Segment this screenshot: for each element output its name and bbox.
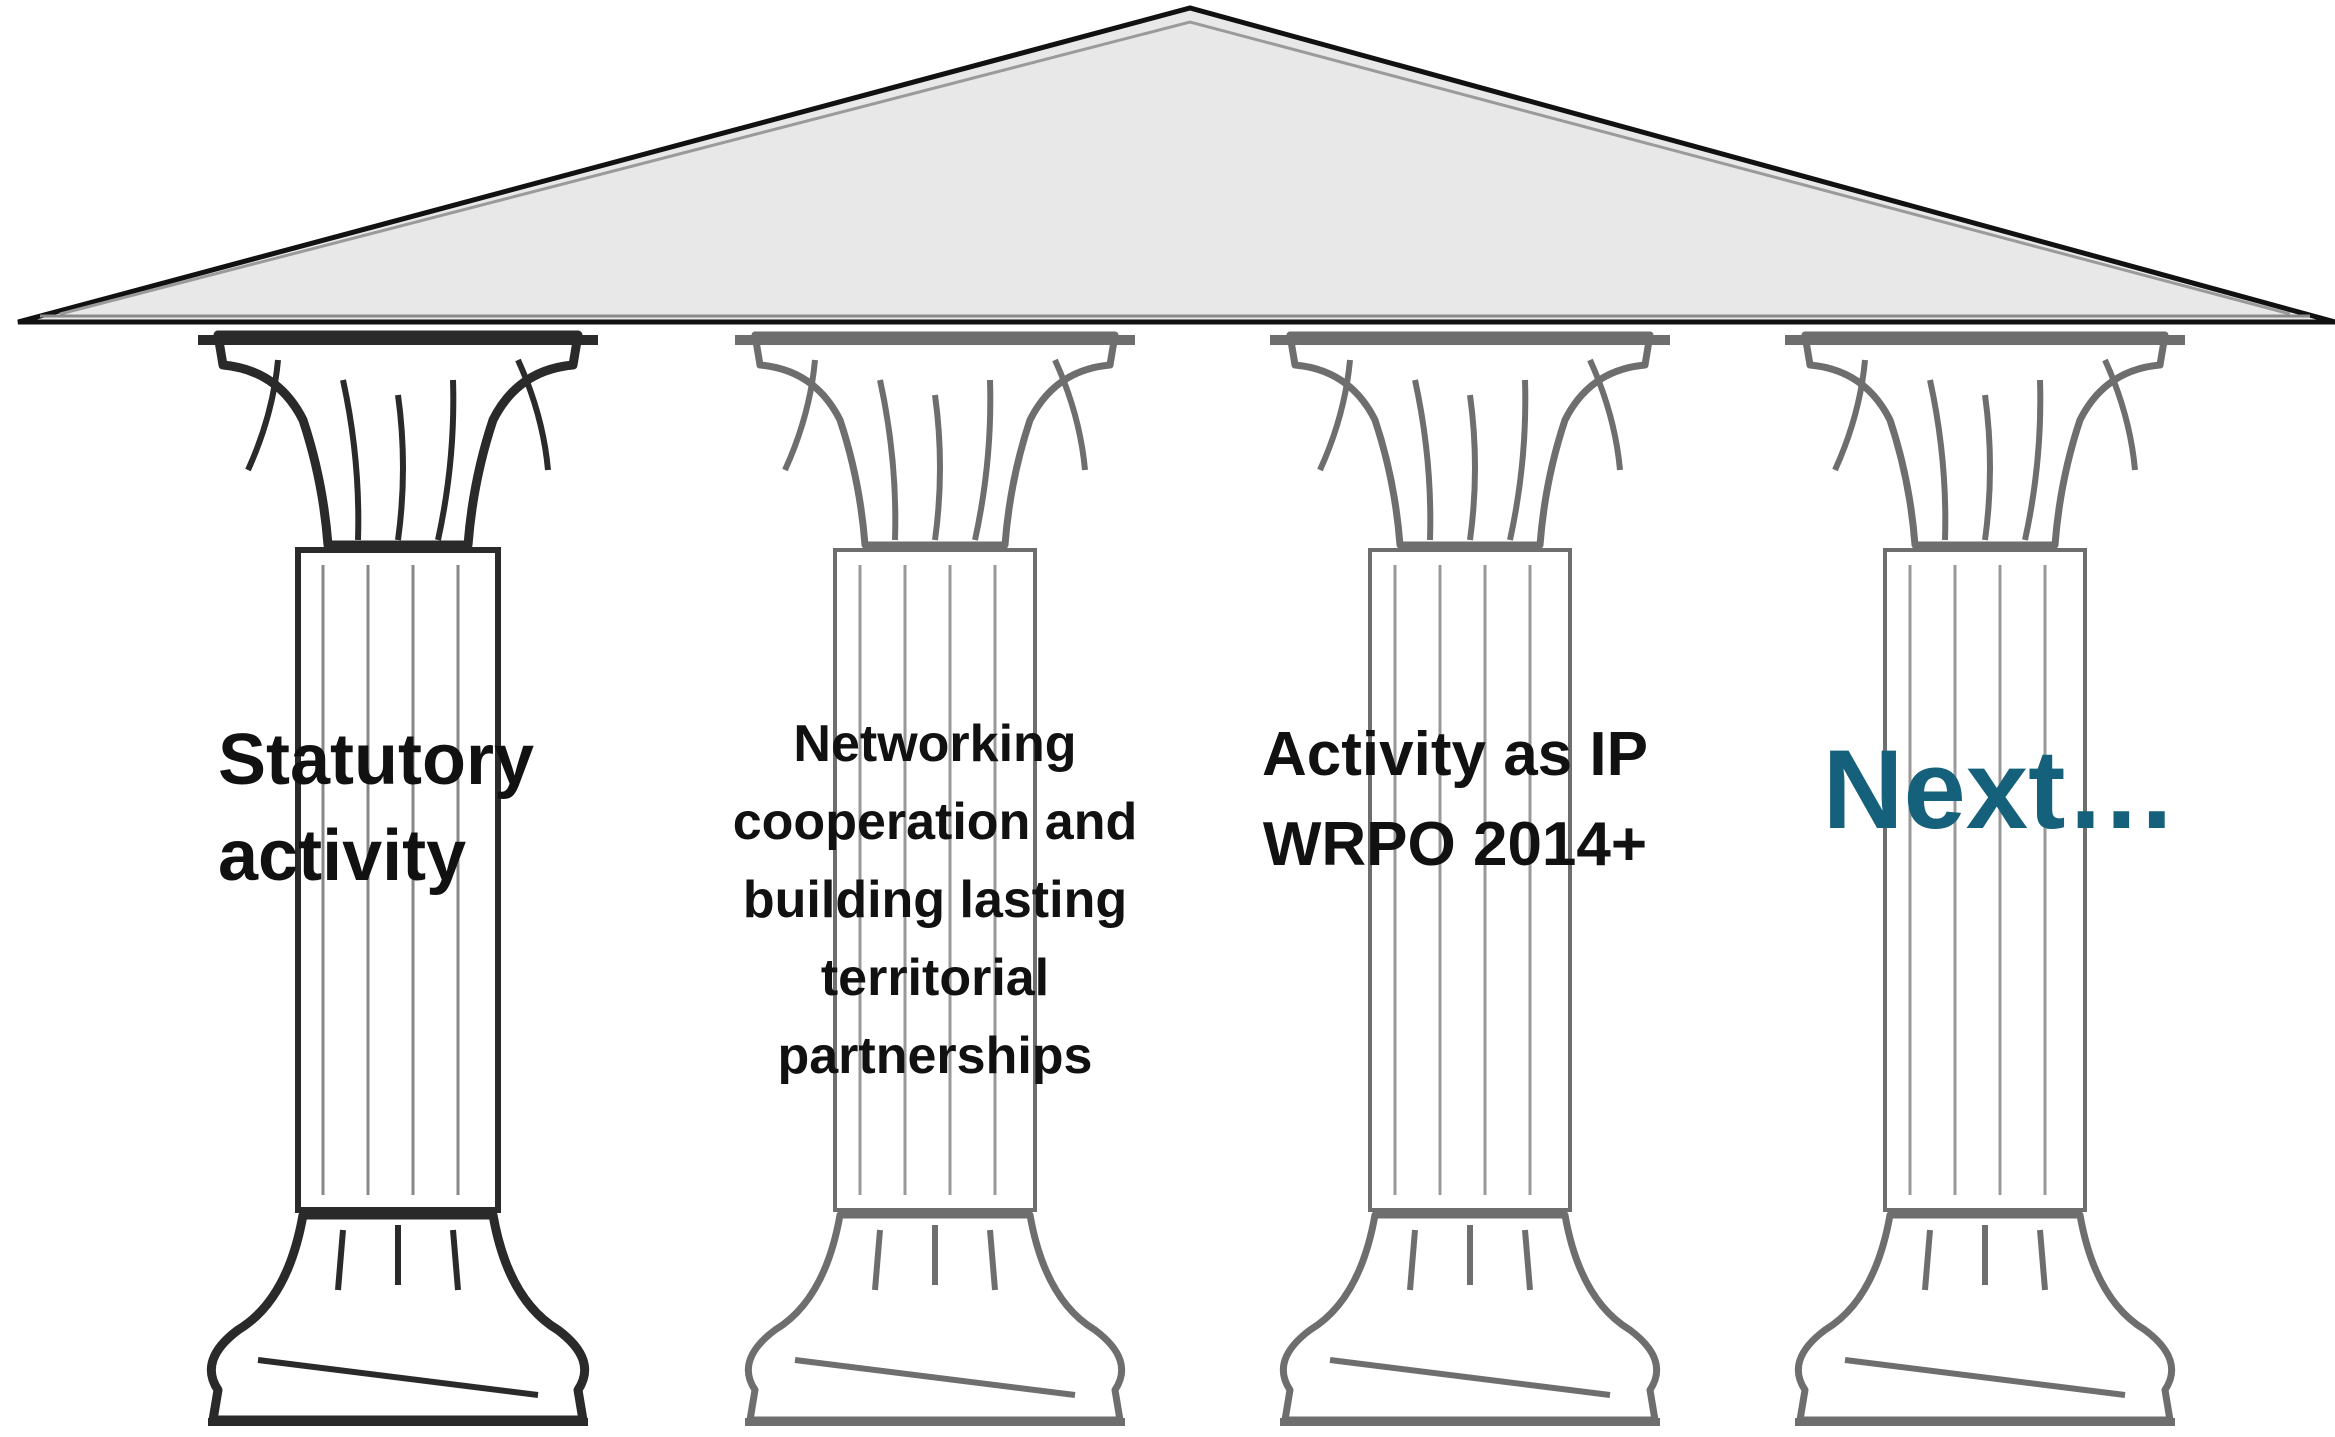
capital-leaf-stroke	[1982, 394, 1993, 541]
base-sketch-stroke	[794, 1357, 1076, 1398]
pillar-label-statutory: Statutory activity	[218, 720, 535, 896]
column-shaft	[833, 548, 1037, 1212]
roof-inner-line	[59, 20, 2291, 316]
column-shaft	[1883, 548, 2087, 1212]
column-capital	[751, 331, 1119, 549]
capital-leaf-stroke	[435, 379, 457, 541]
capital-leaf-stroke	[1927, 379, 1949, 541]
column-capital	[213, 330, 583, 550]
capital-leaf-stroke	[1507, 379, 1529, 541]
capital-leaf-stroke	[1317, 359, 1353, 472]
column-pillar-statutory	[198, 330, 598, 1426]
pillar-label-next: Next…	[1822, 727, 2178, 852]
column-pillar-networking	[735, 331, 1135, 1426]
base-sketch-stroke	[450, 1229, 461, 1291]
pillar-label-ip-wrpo: Activity as IP WRPO 2014+	[1262, 720, 1648, 879]
roof-pediment	[17, 5, 2335, 325]
capital-leaf-stroke	[395, 394, 406, 541]
capital-leaf-stroke	[245, 359, 281, 472]
capital-leaf-stroke	[877, 379, 899, 541]
column-shaft	[1368, 548, 1572, 1212]
base-sketch-stroke	[1407, 1229, 1418, 1291]
base-sketch-stroke	[1329, 1357, 1611, 1398]
column-pillar-ip	[1270, 331, 1670, 1426]
base-sketch-stroke	[1844, 1357, 2126, 1398]
base-sketch-stroke	[1522, 1229, 1533, 1291]
roof-triangle	[17, 5, 2335, 325]
capital-leaf-stroke	[1412, 379, 1434, 541]
base-sketch-stroke	[2037, 1229, 2048, 1291]
capital-leaf-stroke	[2022, 379, 2044, 541]
capital-leaf-stroke	[972, 379, 994, 541]
base-sketch-stroke	[872, 1229, 883, 1291]
columns-group	[198, 330, 2185, 1426]
column-shaft	[295, 547, 501, 1213]
base-sketch-stroke	[257, 1357, 539, 1398]
capital-leaf-stroke	[340, 379, 362, 541]
base-sketch-stroke	[335, 1229, 346, 1291]
capital-leaf-stroke	[1832, 359, 1868, 472]
base-sketch-stroke	[1922, 1229, 1933, 1291]
column-pillar-next	[1785, 331, 2185, 1426]
column-capital	[1801, 331, 2169, 549]
capital-leaf-stroke	[515, 358, 551, 471]
capital-leaf-stroke	[1052, 358, 1088, 471]
capital-leaf-stroke	[932, 394, 943, 541]
pillar-label-networking: Networking cooperation and building last…	[732, 715, 1138, 1085]
capital-leaf-stroke	[1587, 358, 1623, 471]
column-capital	[1286, 331, 1654, 549]
capital-leaf-stroke	[782, 359, 818, 472]
base-sketch-stroke	[987, 1229, 998, 1291]
capital-leaf-stroke	[1467, 394, 1478, 541]
capital-leaf-stroke	[2102, 358, 2138, 471]
